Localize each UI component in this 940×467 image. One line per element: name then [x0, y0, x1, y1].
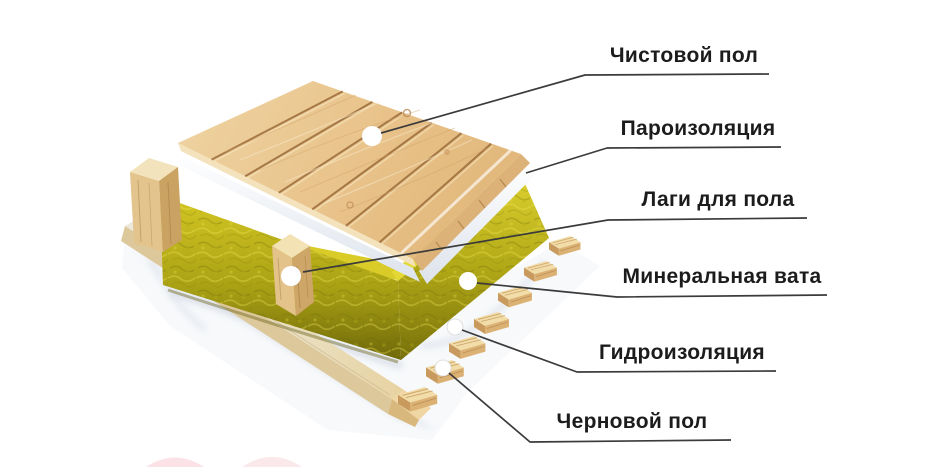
marker-dot-waterproofing [446, 318, 464, 336]
vapor-barrier-film [175, 153, 536, 284]
marker-dot-mineral-wool [459, 272, 477, 290]
leader-mineral-wool [476, 282, 828, 298]
marker-dot-floor-joists [281, 266, 301, 286]
finished-floor-boards [178, 81, 530, 271]
leader-vapor-barrier [525, 146, 782, 174]
leader-waterproofing [461, 329, 777, 373]
label-finished-floor: Чистовой пол [609, 44, 759, 67]
floor-joist-left [130, 158, 182, 252]
label-vapor-barrier: Пароизоляция [620, 117, 776, 140]
label-subfloor: Черновой пол [556, 410, 708, 433]
label-waterproofing: Гидроизоляция [599, 341, 765, 364]
label-mineral-wool: Минеральная вата [622, 265, 822, 288]
leader-floor-joists [302, 217, 808, 273]
label-floor-joists: Лаги для пола [641, 188, 795, 211]
watermark-shapes [146, 457, 302, 467]
marker-dot-finished-floor [362, 126, 382, 146]
leader-finished-floor [380, 73, 770, 134]
marker-dot-subfloor [434, 359, 452, 377]
leader-subfloor [448, 372, 732, 443]
